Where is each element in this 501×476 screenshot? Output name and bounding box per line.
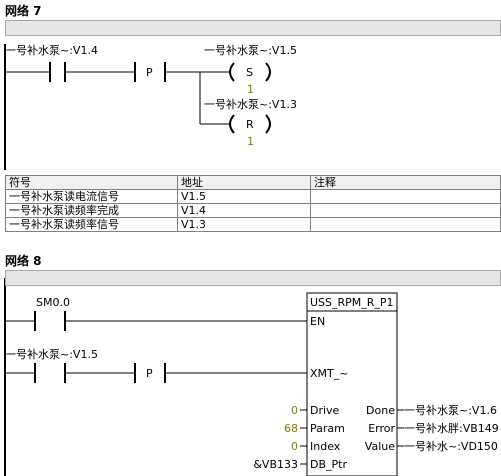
pin-index: Index <box>310 440 341 453</box>
table-row[interactable]: 一号补水泵读频率信号 V1.3 <box>5 217 501 232</box>
header-comment[interactable]: 注释 <box>310 175 501 190</box>
coil-set-count: 1 <box>247 83 254 96</box>
block-xmt-pin: XMT_~ <box>310 367 349 380</box>
symbol-cell: 一号补水泵读频率完成 <box>5 203 178 218</box>
symbol-cell: 一号补水泵读电流信号 <box>5 189 178 204</box>
symbol-table: 符号 地址 注释 一号补水泵读电流信号 V1.5 一号补水泵读频率完成 V1.4… <box>5 175 501 232</box>
pin-index-value[interactable]: 0 <box>291 440 298 453</box>
coil-reset[interactable] <box>229 114 271 134</box>
address-cell: V1.4 <box>177 203 311 218</box>
coil-set-symbol: 一号补水泵~:V1.5 <box>204 44 297 57</box>
rung-network-7 <box>5 62 271 134</box>
pin-error-value[interactable]: 一号补水胖:VB149 <box>404 422 499 435</box>
pin-error: Error <box>368 422 395 435</box>
address-cell: V1.5 <box>177 189 311 204</box>
coil-reset-count: 1 <box>247 135 254 148</box>
coil-set[interactable] <box>229 62 271 82</box>
header-address[interactable]: 地址 <box>177 175 311 190</box>
contact-v1-4-symbol: 一号补水泵~:V1.4 <box>5 44 98 57</box>
pin-value: Value <box>364 440 395 453</box>
p-label-n7: P <box>146 66 153 79</box>
pin-value-value[interactable]: 一号补水~:VD150 <box>404 440 498 453</box>
contact-sm0-0-symbol: SM0.0 <box>36 296 70 309</box>
table-row[interactable]: 一号补水泵读电流信号 V1.5 <box>5 189 501 204</box>
comment-cell <box>310 189 501 204</box>
uss-block[interactable] <box>306 292 398 476</box>
block-en-pin: EN <box>310 315 326 328</box>
symbol-table-header: 符号 地址 注释 <box>5 175 501 190</box>
contact-v1-5-symbol: 一号补水泵~:V1.5 <box>5 348 98 361</box>
network-7-title: 网络 7 <box>5 4 42 18</box>
contact-v1-4[interactable] <box>49 62 66 82</box>
pin-drive: Drive <box>310 404 340 417</box>
address-cell: V1.3 <box>177 217 311 232</box>
symbol-cell: 一号补水泵读频率信号 <box>5 217 178 232</box>
coil-reset-symbol: 一号补水泵~:V1.3 <box>204 98 297 111</box>
table-row[interactable]: 一号补水泵读频率完成 V1.4 <box>5 203 501 218</box>
pin-dbptr-value[interactable]: &VB133 <box>253 458 298 471</box>
comment-cell <box>310 203 501 218</box>
network-8-comment[interactable] <box>5 270 501 286</box>
pin-done-value[interactable]: 一号补水泵~:V1.6 <box>404 404 497 417</box>
block-name: USS_RPM_R_P1 <box>310 296 394 309</box>
comment-cell <box>310 217 501 232</box>
contact-v1-5[interactable] <box>34 363 66 383</box>
contact-sm0-0[interactable] <box>34 311 66 331</box>
coil-set-letter: S <box>246 66 253 79</box>
header-symbol[interactable]: 符号 <box>5 175 178 190</box>
pin-done: Done <box>366 404 395 417</box>
pin-drive-value[interactable]: 0 <box>291 404 298 417</box>
rung-network-8 <box>5 292 404 476</box>
pin-param: Param <box>310 422 345 435</box>
coil-reset-letter: R <box>246 118 254 131</box>
pin-dbptr: DB_Ptr <box>310 458 347 471</box>
network-8-title: 网络 8 <box>5 254 42 268</box>
p-label-n8: P <box>146 367 153 380</box>
pin-param-value[interactable]: 68 <box>284 422 298 435</box>
